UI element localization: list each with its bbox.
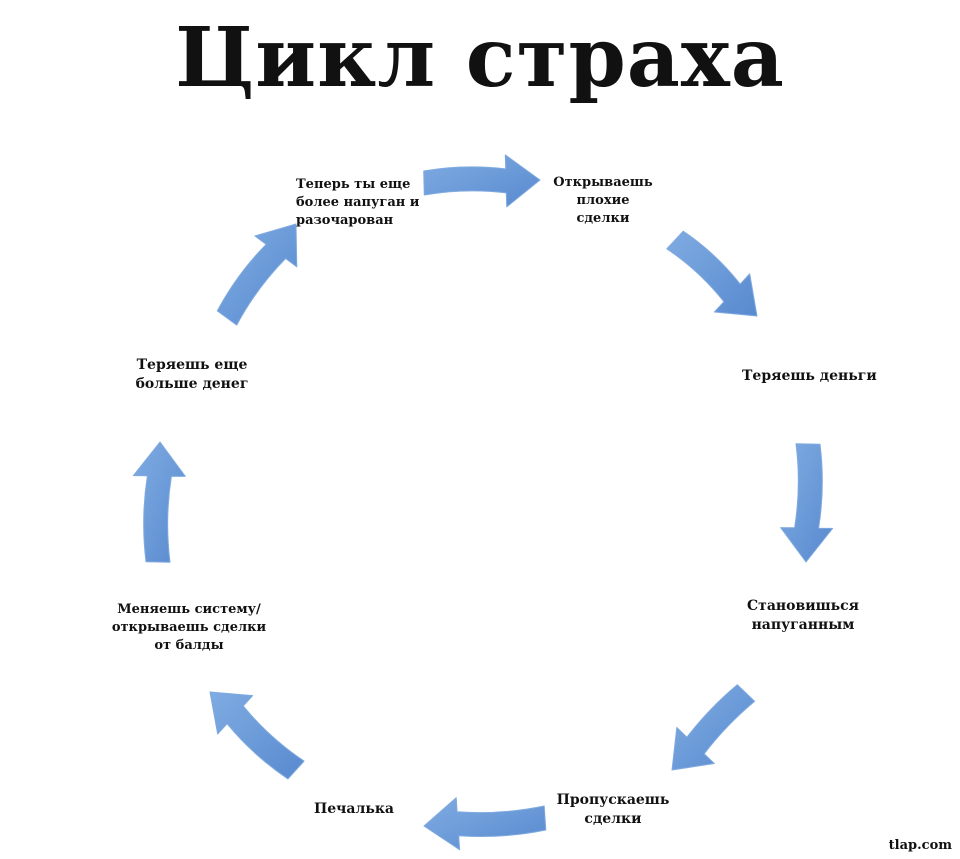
site-credit: tlap.com <box>888 838 952 853</box>
node-lose-money: Теряешь деньги <box>742 368 877 384</box>
node-more-scared: Теперь ты еще более напуган и разочарова… <box>296 177 420 228</box>
node-miss-trades: Пропускаешь сделки <box>556 792 670 827</box>
node-change-system: Меняешь систему/ открываешь сделки от ба… <box>111 602 267 653</box>
node-become-scared: Становишься напуганным <box>747 598 859 633</box>
node-lose-more-money: Теряешь еще больше денег <box>135 357 249 392</box>
arrow-bottom <box>423 797 547 851</box>
diagram-title: Цикл страха <box>175 10 785 106</box>
node-sadness: Печалька <box>314 801 395 817</box>
arrow-upper-left <box>216 223 298 326</box>
arrow-top <box>423 154 541 208</box>
arrow-right <box>780 443 834 563</box>
node-open-bad-trades: Открываешь плохие сделки <box>553 175 653 226</box>
arrow-lower-left <box>209 691 305 780</box>
arrow-left <box>132 441 186 563</box>
arrow-upper-right <box>666 230 758 317</box>
arrow-lower-right <box>671 684 756 771</box>
